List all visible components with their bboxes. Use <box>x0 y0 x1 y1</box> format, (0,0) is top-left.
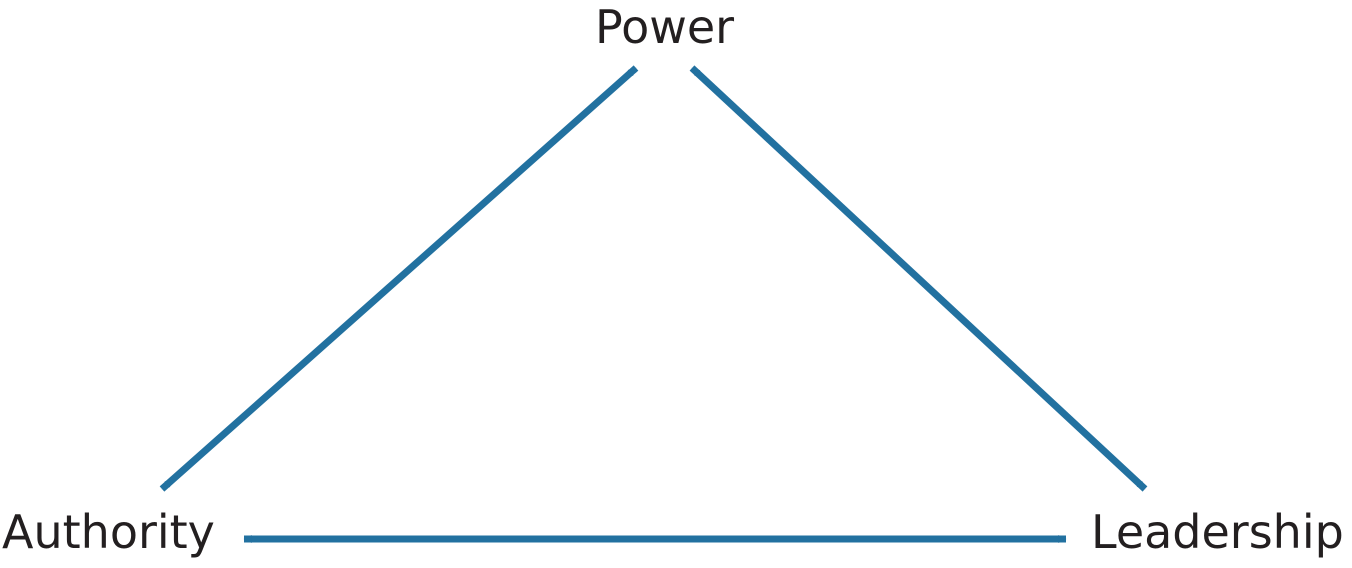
arrow-authority-power <box>159 65 639 492</box>
node-label-leadership: Leadership <box>1091 505 1344 559</box>
node-label-authority: Authority <box>2 505 215 559</box>
node-label-power: Power <box>595 0 735 54</box>
arrow-power-leadership <box>689 65 1148 492</box>
